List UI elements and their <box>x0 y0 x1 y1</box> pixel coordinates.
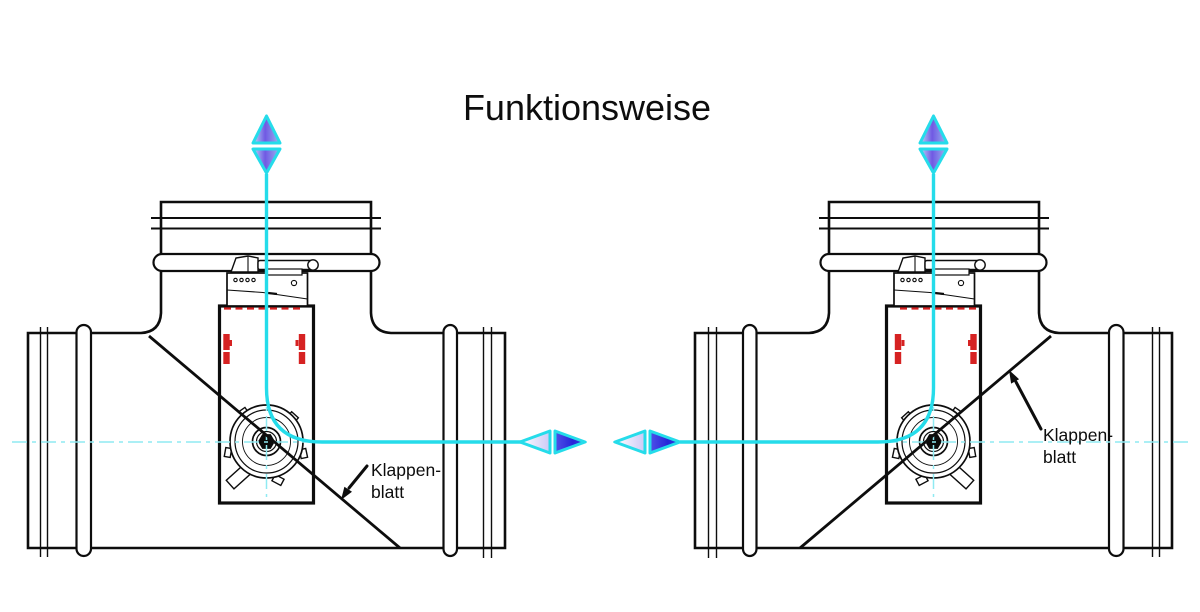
flow-line <box>264 174 521 444</box>
label-klappenblatt: Klappen- <box>371 460 441 480</box>
label-klappenblatt: blatt <box>371 482 404 502</box>
label-klappenblatt: Klappen- <box>1043 425 1113 445</box>
page-title: Funktionsweise <box>463 87 711 128</box>
leader-line <box>1014 380 1043 431</box>
leader-arrow-icon <box>341 486 352 500</box>
leader-line <box>347 464 369 490</box>
leader-arrow-icon <box>1009 370 1020 384</box>
diagram-right: Klappen- blatt <box>606 114 1190 560</box>
diagram-left: Klappen- blatt <box>10 114 594 560</box>
flow-line <box>680 174 936 444</box>
label-klappenblatt: blatt <box>1043 447 1076 467</box>
